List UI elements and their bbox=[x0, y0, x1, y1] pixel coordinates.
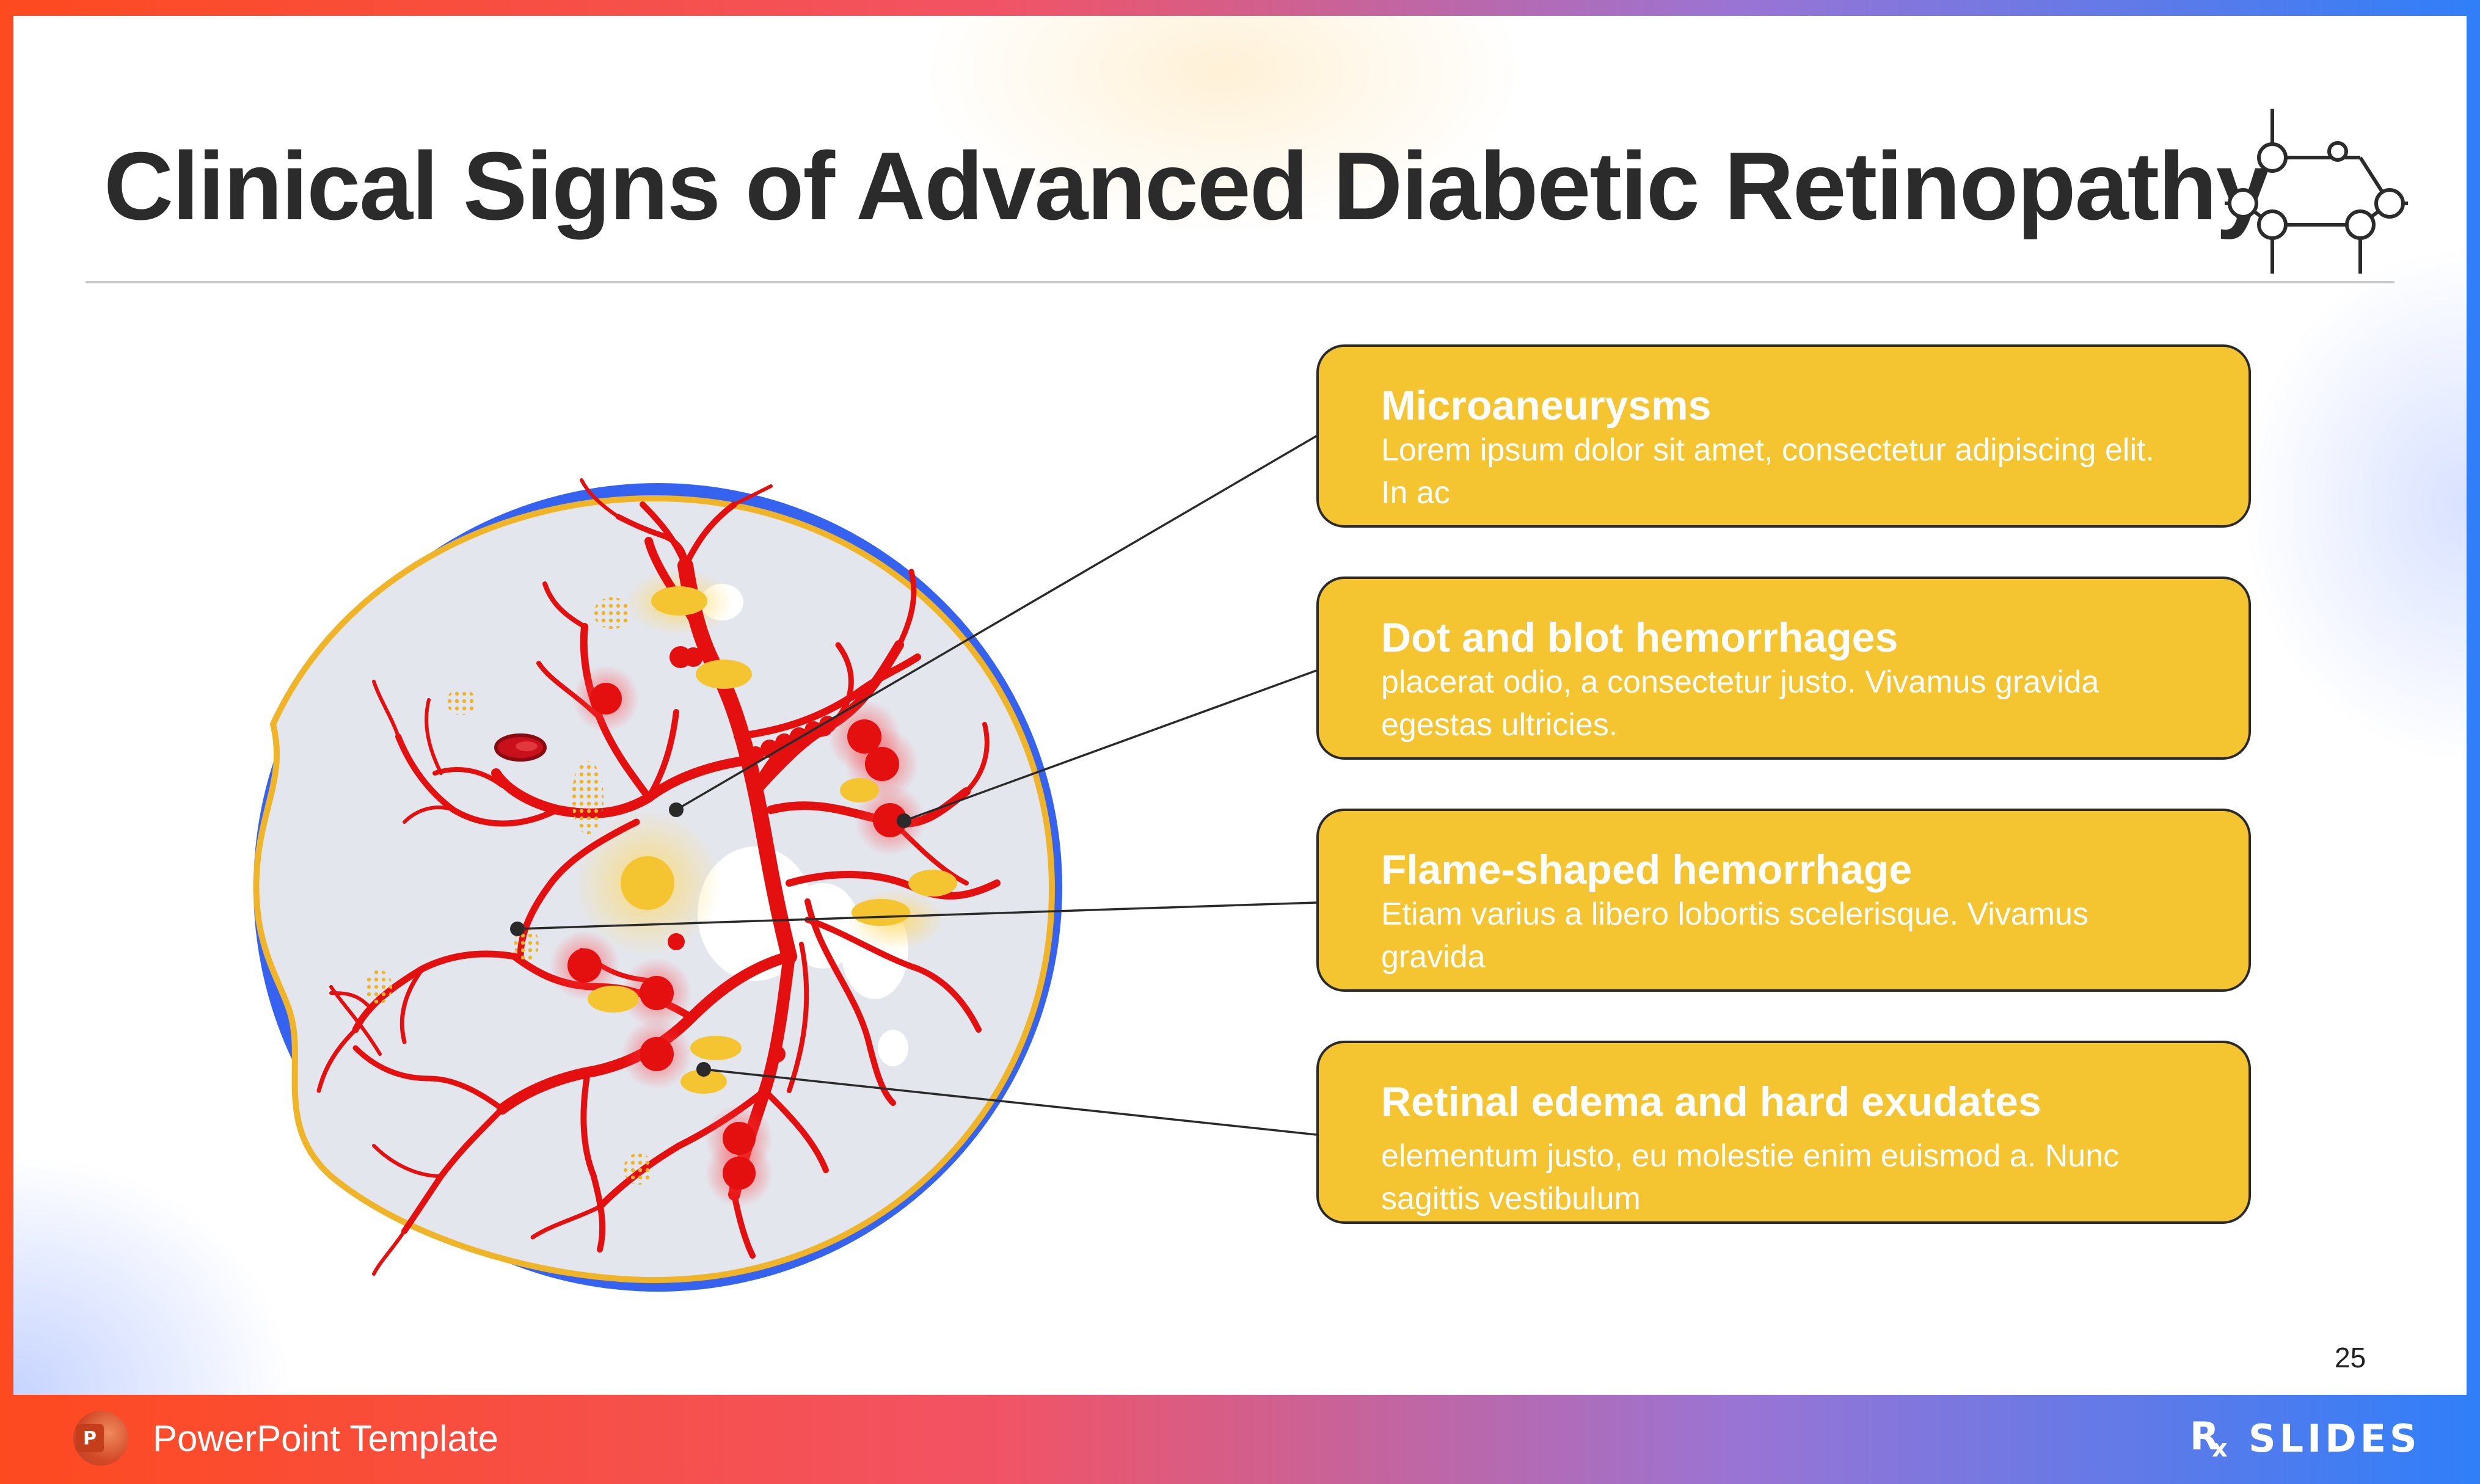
hard-exudates bbox=[588, 586, 957, 1094]
cotton-wool-spots bbox=[365, 597, 653, 1185]
footer-label-group: P PowerPoint Template bbox=[73, 1411, 498, 1466]
brand-name: SLIDES bbox=[2248, 1416, 2421, 1461]
page-number: 25 bbox=[2335, 1342, 2366, 1373]
card-microaneurysms: Microaneurysms Lorem ipsum dolor sit ame… bbox=[1316, 344, 2251, 528]
rx-logo-x: x bbox=[2212, 1435, 2228, 1463]
rx-logo-r: R bbox=[2190, 1414, 2219, 1458]
card-dot-blot-hemorrhages: Dot and blot hemorrhages placerat odio, … bbox=[1316, 577, 2251, 760]
card-flame-hemorrhage: Flame-shaped hemorrhage Etiam varius a l… bbox=[1316, 809, 2251, 992]
card-title: Flame-shaped hemorrhage bbox=[1381, 846, 1913, 893]
slide: Clinical Signs of Advanced Diabetic Reti… bbox=[13, 16, 2467, 1395]
retina-diagram bbox=[253, 435, 1317, 1292]
title-divider bbox=[86, 281, 2394, 283]
card-body: elementum justo, eu molestie enim euismo… bbox=[1381, 1138, 2120, 1217]
card-body: Etiam varius a libero lobortis scelerisq… bbox=[1381, 897, 2088, 975]
powerpoint-icon-letter: P bbox=[76, 1424, 104, 1452]
card-title: Retinal edema and hard exudates bbox=[1381, 1078, 2041, 1125]
card-body: placerat odio, a consectetur justo. Viva… bbox=[1381, 664, 2099, 743]
card-title: Microaneurysms bbox=[1381, 382, 1712, 429]
molecule-structure-icon bbox=[2225, 109, 2408, 274]
footer-label: PowerPoint Template bbox=[153, 1417, 498, 1459]
powerpoint-icon: P bbox=[73, 1411, 128, 1466]
card-title: Dot and blot hemorrhages bbox=[1381, 614, 1898, 661]
leader-lines bbox=[517, 435, 1317, 1136]
page-title: Clinical Signs of Advanced Diabetic Reti… bbox=[104, 133, 2270, 240]
brand-logo: R x SLIDES bbox=[2190, 1411, 2421, 1466]
hemorrhages bbox=[494, 646, 907, 1190]
card-edema-exudates: Retinal edema and hard exudates elementu… bbox=[1316, 1041, 2251, 1224]
card-body: Lorem ipsum dolor sit amet, consectetur … bbox=[1381, 432, 2154, 511]
leader-endpoints bbox=[510, 802, 911, 1077]
